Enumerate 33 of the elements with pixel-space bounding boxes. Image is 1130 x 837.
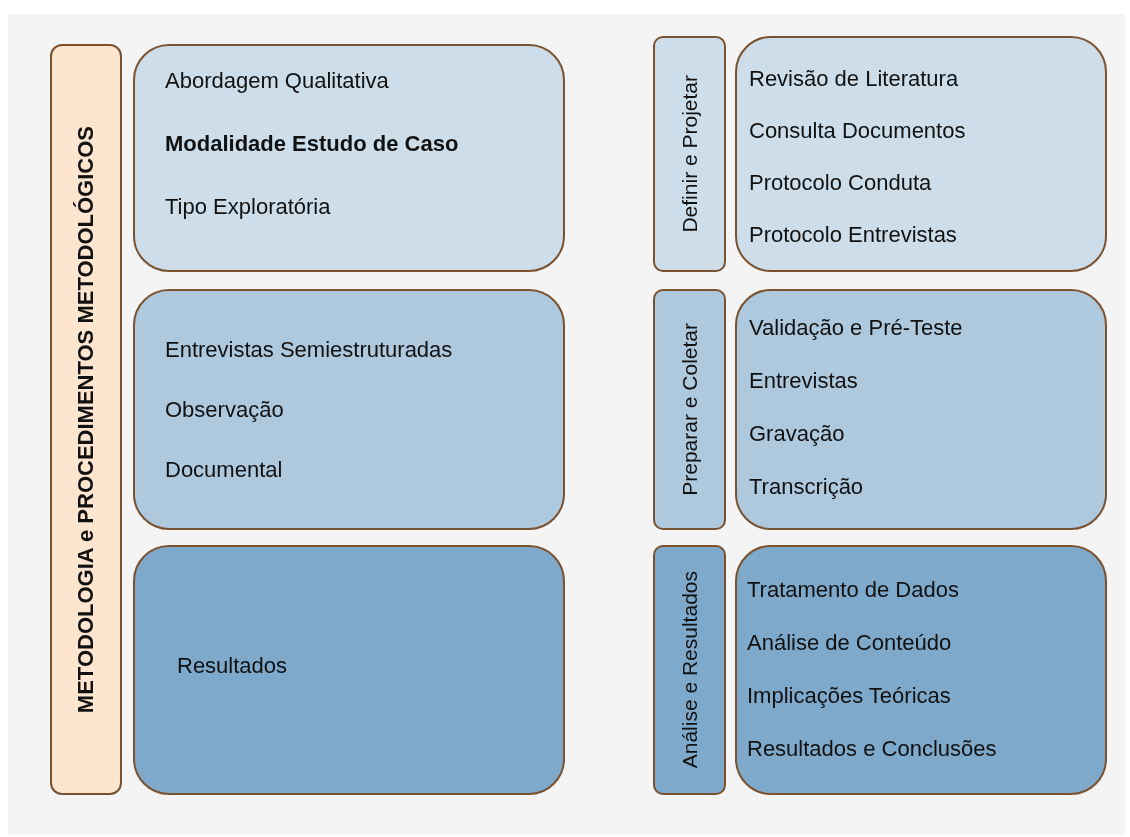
label-band	[653, 545, 726, 795]
rounded-box	[133, 545, 565, 795]
vertical-label: Preparar e Coletar	[677, 323, 702, 496]
vertical-label: METODOLOGIA e PROCEDIMENTOS METODOLÓGICOS	[73, 125, 99, 714]
item-text: Modalidade Estudo de Caso	[165, 131, 460, 157]
item-text: Observação	[165, 397, 285, 423]
vertical-label: Análise e Resultados	[677, 571, 702, 769]
item-text: Gravação	[749, 421, 846, 447]
rounded-box	[735, 36, 1107, 272]
item-text: Validação e Pré-Teste	[749, 315, 964, 341]
item-text: Tipo Exploratória	[165, 194, 332, 220]
label-band	[50, 44, 122, 795]
item-text: Entrevistas Semiestruturadas	[165, 337, 454, 363]
item-text: Análise de Conteúdo	[747, 630, 953, 656]
rounded-box	[133, 289, 565, 530]
item-text: Resultados e Conclusões	[747, 736, 998, 762]
item-text: Transcrição	[749, 474, 865, 500]
rounded-box	[133, 44, 565, 272]
label-band	[653, 289, 726, 530]
item-text: Documental	[165, 457, 284, 483]
item-text: Implicações Teóricas	[747, 683, 952, 709]
item-text: Protocolo Entrevistas	[749, 222, 958, 248]
item-text: Abordagem Qualitativa	[165, 68, 390, 94]
vertical-label: Definir e Projetar	[677, 75, 702, 233]
rounded-box	[735, 289, 1107, 530]
item-text: Revisão de Literatura	[749, 66, 960, 92]
rounded-box	[735, 545, 1107, 795]
item-text: Resultados	[177, 653, 289, 679]
item-text: Protocolo Conduta	[749, 170, 933, 196]
item-text: Tratamento de Dados	[747, 577, 960, 603]
item-text: Entrevistas	[749, 368, 859, 394]
label-band	[653, 36, 726, 272]
item-text: Consulta Documentos	[749, 118, 967, 144]
